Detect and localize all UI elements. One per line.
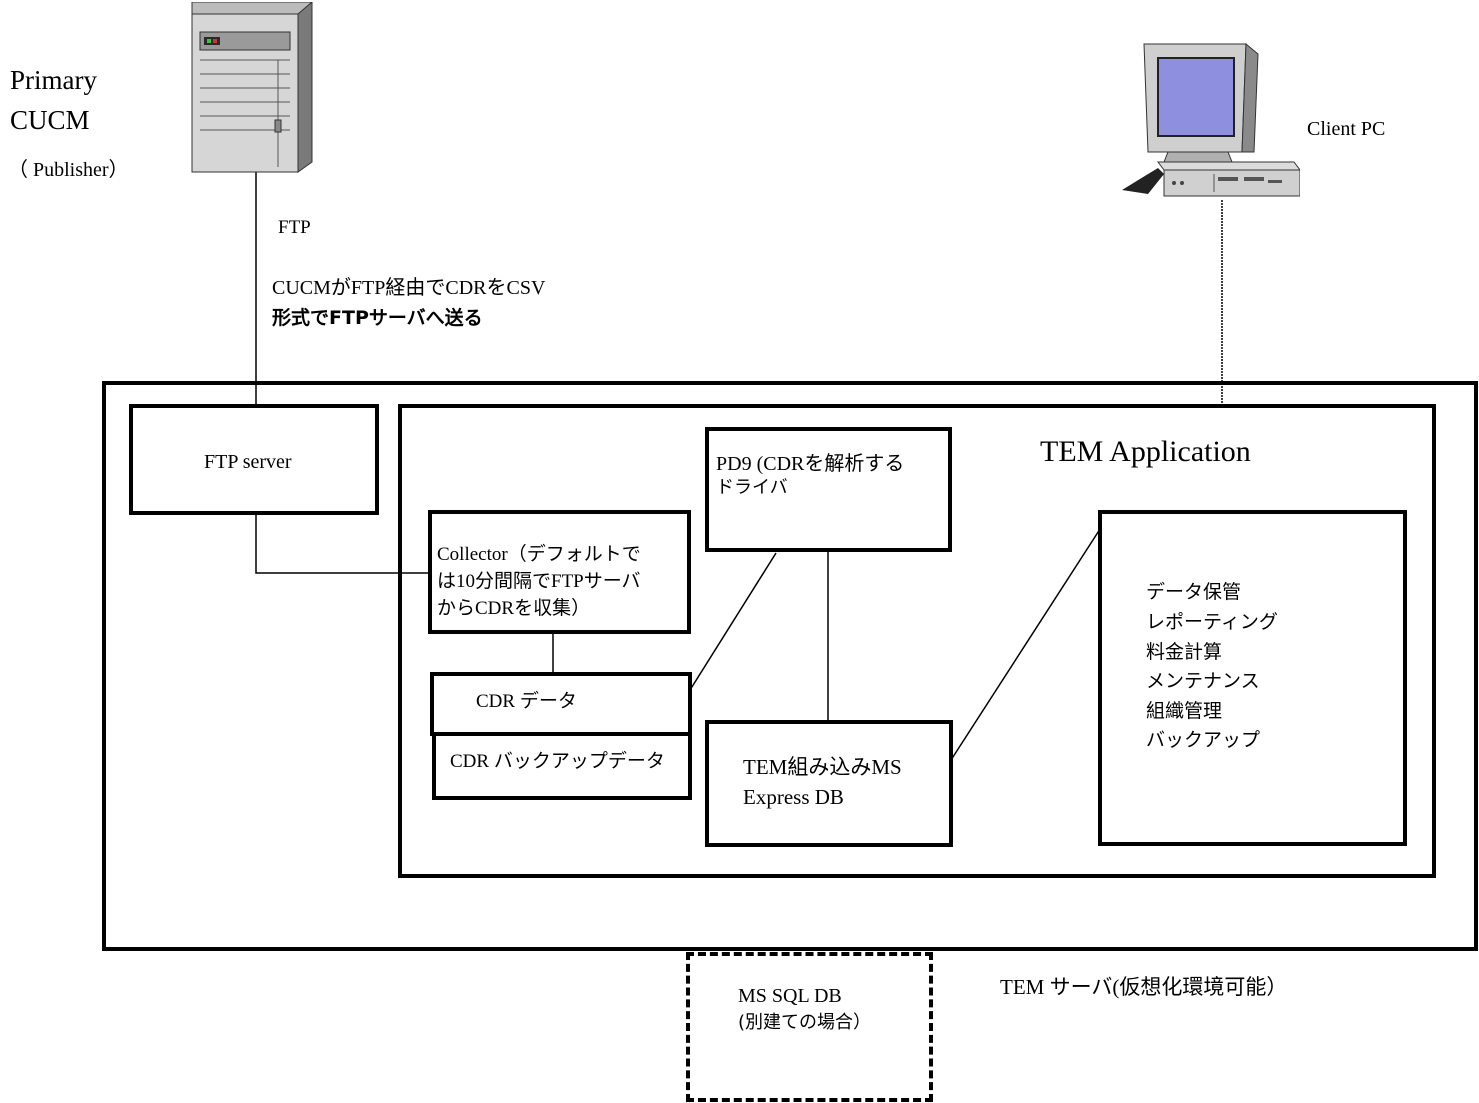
function-item: データ保管: [1146, 581, 1242, 603]
tem-server-box: [102, 381, 1478, 951]
tem-db-line-1: TEM組み込みMS: [743, 755, 902, 779]
ftp-note-line-1: CUCMがFTP経由でCDRをCSV: [272, 277, 546, 299]
ftp-label: FTP: [278, 217, 311, 238]
wire-tem-db-to-functions: [950, 525, 1103, 761]
cdr-data-label: CDR データ: [476, 691, 577, 712]
pd9-driver-box: [705, 427, 952, 552]
desktop-computer-icon: [1122, 42, 1300, 197]
tem-application-box: [398, 404, 1436, 878]
collector-line-1: Collector（デフォルトで: [437, 544, 641, 565]
ftp-note-line-2: 形式でFTPサーバへ送る: [272, 307, 483, 329]
function-item: メンテナンス: [1146, 670, 1260, 692]
cdr-backup-label: CDR バックアップデータ: [450, 751, 665, 772]
wire-cdr-data-to-pd9: [689, 552, 777, 691]
primary-label: Primary: [10, 65, 97, 95]
collector-line-2: は10分間隔でFTPサーバ: [437, 571, 641, 592]
collector-line-3: からCDRを収集）: [437, 598, 591, 619]
tem-embedded-db-box: [705, 720, 953, 847]
ms-sql-db-box: [686, 952, 933, 1102]
ftp-server-box: [129, 404, 379, 515]
tem-application-label: TEM Application: [1040, 435, 1251, 468]
ms-sql-line-2: (別建ての場合）: [738, 1012, 872, 1033]
ms-sql-line-1: MS SQL DB: [738, 985, 842, 1007]
client-pc-label: Client PC: [1307, 118, 1386, 140]
function-item: 料金計算: [1146, 641, 1223, 663]
ftp-server-label: FTP server: [204, 451, 292, 473]
function-item: レポーティング: [1146, 611, 1278, 633]
function-item: 組織管理: [1146, 700, 1223, 722]
function-item: バックアップ: [1146, 729, 1261, 751]
pd9-line-1: PD9 (CDRを解析する: [716, 453, 905, 475]
wire-ftp-server-to-collector: [255, 513, 432, 574]
collector-box: [428, 510, 691, 634]
cdr-data-box: [430, 672, 692, 736]
pd9-line-2: ドライバ: [716, 477, 788, 498]
functions-box: [1098, 510, 1407, 846]
publisher-label: （ Publisher）: [8, 159, 129, 181]
tem-db-line-2: Express DB: [743, 785, 844, 809]
tem-server-label: TEM サーバ(仮想化環境可能）: [1000, 975, 1288, 999]
server-icon: [191, 2, 313, 173]
cucm-label: CUCM: [10, 105, 90, 135]
